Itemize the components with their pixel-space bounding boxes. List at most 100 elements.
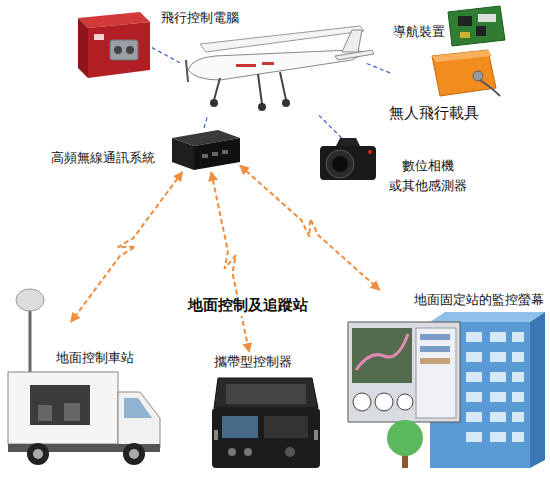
onboard-link <box>152 48 180 63</box>
uav-picture <box>186 60 188 82</box>
ground-truck-picture <box>30 385 90 425</box>
component-label: 導航裝置 <box>392 24 446 41</box>
uav-picture <box>258 103 266 111</box>
component-label: 地面控制車站 <box>55 350 135 367</box>
radio-box-picture <box>202 154 208 158</box>
navigation-devices-picture <box>473 71 483 81</box>
building-picture <box>353 393 371 411</box>
flight-computer-picture <box>114 46 122 54</box>
onboard-link <box>319 115 342 138</box>
building-picture <box>530 312 545 468</box>
portable-controller-picture <box>285 447 295 457</box>
building-picture <box>375 393 393 411</box>
component-label: 地面固定站的監控螢幕 <box>413 292 545 309</box>
uav-picture <box>342 30 362 52</box>
component-label: 飛行控制電腦 <box>160 10 240 27</box>
navigation-devices-picture <box>432 6 505 96</box>
navigation-device: 導航裝置 <box>390 3 505 100</box>
building-picture <box>348 322 460 422</box>
ground-truck-picture <box>118 392 160 448</box>
ground-truck-picture <box>27 443 49 465</box>
ground-truck-picture <box>8 372 118 444</box>
onboard-link <box>204 115 208 128</box>
portable-controller-picture <box>228 448 236 456</box>
uav-picture <box>236 64 256 67</box>
ground-truck-picture <box>33 449 43 459</box>
component-label: 數位相機 或其他感測器 <box>385 156 471 195</box>
ground-truck-picture <box>38 405 52 421</box>
portable-controller-picture <box>214 430 218 440</box>
flight-computer-picture <box>78 12 150 78</box>
flight-computer-picture <box>110 40 138 60</box>
component-label: 高頻無線通訊系統 <box>50 150 156 167</box>
navigation-devices-picture <box>448 6 505 46</box>
component-label: 無人飛行載具 <box>388 104 480 124</box>
uav-vehicle: 無人飛行載具 <box>180 28 365 115</box>
flight-computer-picture <box>94 34 104 40</box>
building-windows <box>466 332 524 442</box>
building-picture <box>352 328 412 383</box>
building-windows <box>512 352 524 362</box>
ground-truck-picture <box>16 289 44 311</box>
building-windows <box>490 352 506 362</box>
building-windows <box>466 332 482 342</box>
radio-system: 高頻無線通訊系統 <box>168 128 240 172</box>
building-windows <box>512 432 524 442</box>
building-windows <box>466 412 482 422</box>
onboard-link <box>365 63 390 73</box>
building-windows <box>512 412 524 422</box>
portable-controller-picture <box>212 408 320 468</box>
radio-box-picture <box>172 130 240 170</box>
building-windows <box>490 432 506 442</box>
navigation-devices-picture <box>432 50 496 96</box>
navigation-devices-picture <box>460 32 470 38</box>
portable-controller-picture <box>226 384 306 404</box>
ground-truck-picture <box>64 403 80 421</box>
radio-box-picture <box>194 138 240 170</box>
uav-picture <box>188 50 366 80</box>
uav-picture <box>280 72 286 100</box>
uav-picture <box>282 99 290 107</box>
radio-link <box>240 165 380 290</box>
uav-picture <box>186 26 374 111</box>
building-windows <box>490 372 506 382</box>
building-windows <box>466 392 482 402</box>
group-title: 地面控制及追蹤站 <box>186 296 310 316</box>
fixed-station-monitor: 地面固定站的監控螢幕 <box>345 290 549 472</box>
portable-controller-picture <box>222 416 258 438</box>
ground-control-truck: 地面控制車站 <box>5 322 162 470</box>
building-picture <box>387 420 423 456</box>
building-windows <box>466 432 482 442</box>
uav-picture <box>214 78 220 100</box>
camera-picture <box>326 150 354 178</box>
uav-picture <box>258 74 262 104</box>
ground-truck-picture <box>8 289 160 465</box>
camera-picture <box>336 138 360 146</box>
navigation-devices-picture <box>432 50 492 62</box>
building-windows <box>512 332 524 342</box>
camera-sensor: 數位相機 或其他感測器 <box>316 138 380 184</box>
flight-computer: 飛行控制電腦 <box>68 8 152 80</box>
flight-computer-picture <box>126 46 134 54</box>
building-picture <box>397 394 413 410</box>
uav-picture <box>200 26 364 52</box>
building-picture <box>416 328 456 418</box>
radio-link <box>211 172 249 352</box>
camera-picture <box>332 156 348 172</box>
building-picture <box>420 358 450 364</box>
flight-computer-picture <box>78 18 88 78</box>
flight-computer-picture <box>88 22 150 78</box>
radio-box-picture <box>172 138 194 170</box>
building-windows <box>490 392 506 402</box>
camera-picture <box>320 138 376 180</box>
navigation-devices-picture <box>458 16 472 26</box>
navigation-devices-picture <box>480 80 500 96</box>
building-windows <box>466 352 482 362</box>
navigation-devices-picture <box>478 14 496 22</box>
portable-controller-picture <box>212 378 320 468</box>
building-windows <box>490 332 506 342</box>
